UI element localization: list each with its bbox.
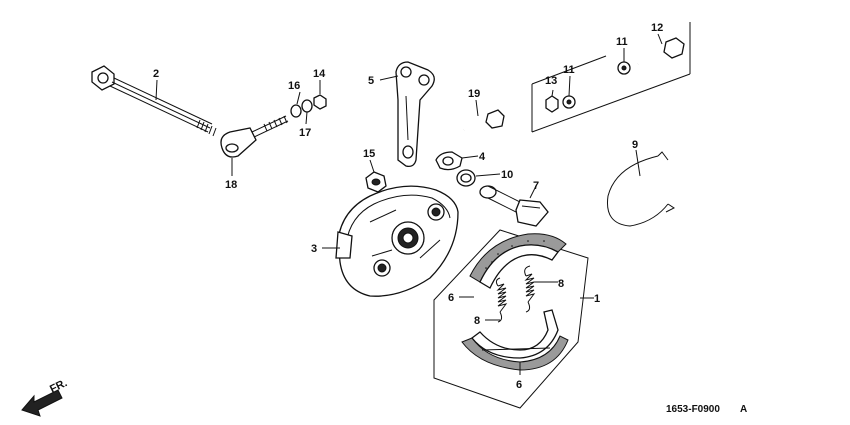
- callout-6-lower: 6: [516, 379, 522, 391]
- spring-washer-part-17: [301, 99, 313, 113]
- callout-5: 5: [368, 75, 374, 87]
- front-arrow-icon: [21, 389, 63, 417]
- nut-part-13: [545, 95, 559, 113]
- brake-panel-part-3: [335, 185, 459, 297]
- spring-clip-part-9: [606, 151, 675, 227]
- direction-label: FR.: [48, 377, 69, 396]
- nut-part-15: [365, 171, 387, 193]
- callout-8-right: 8: [558, 278, 564, 290]
- callout-19: 19: [468, 88, 480, 100]
- bolt-part-12: [637, 37, 685, 66]
- front-direction-arrow: FR.: [21, 377, 69, 417]
- nut-part-14: [313, 94, 327, 110]
- callout-1: 1: [594, 293, 600, 305]
- brake-shoe-lower-part-6: [461, 309, 569, 371]
- callout-18: 18: [225, 179, 237, 191]
- brake-arm-part-5: [395, 61, 435, 168]
- bolt-part-19: [463, 109, 505, 132]
- indicator-plate-part-4: [435, 151, 463, 171]
- washer-part-11-lower-hole: [566, 99, 572, 105]
- callout-2: 2: [153, 68, 159, 80]
- brake-cam-part-7: [479, 185, 549, 227]
- shoe-assembly-box: [433, 229, 589, 409]
- washer-part-16: [290, 104, 302, 118]
- figure-code: 1653-F0900: [666, 404, 720, 415]
- callout-10: 10: [501, 169, 513, 181]
- callout-13: 13: [545, 75, 557, 87]
- axle-bolt-part-2: [91, 65, 217, 137]
- callout-14: 14: [313, 68, 326, 80]
- brake-rod-part-18: [220, 115, 289, 158]
- callout-4: 4: [479, 151, 486, 163]
- spring-part-8-right: [524, 265, 536, 313]
- callout-9: 9: [632, 139, 638, 151]
- callout-17: 17: [299, 127, 311, 139]
- figure-revision: A: [740, 404, 747, 415]
- callout-6-upper: 6: [448, 292, 454, 304]
- callout-15: 15: [363, 148, 375, 160]
- spring-part-8-left: [495, 277, 508, 323]
- callout-labels: 1 2 3 4 5 6 6 7 8 8 9 10 11 11 12 13 14 …: [153, 22, 663, 391]
- callout-11-lower: 11: [563, 64, 575, 76]
- callout-8-left: 8: [474, 315, 480, 327]
- callout-3: 3: [311, 243, 317, 255]
- washer-part-11-upper-hole: [621, 65, 627, 71]
- callout-11-upper: 11: [616, 36, 628, 48]
- callout-12: 12: [651, 22, 663, 34]
- leader-lines: [155, 33, 663, 375]
- callout-7: 7: [533, 180, 539, 192]
- brake-shoe-upper-part-6: [469, 233, 567, 289]
- seal-part-10: [456, 169, 476, 187]
- callout-16: 16: [288, 80, 300, 92]
- hardware-box: [531, 22, 691, 133]
